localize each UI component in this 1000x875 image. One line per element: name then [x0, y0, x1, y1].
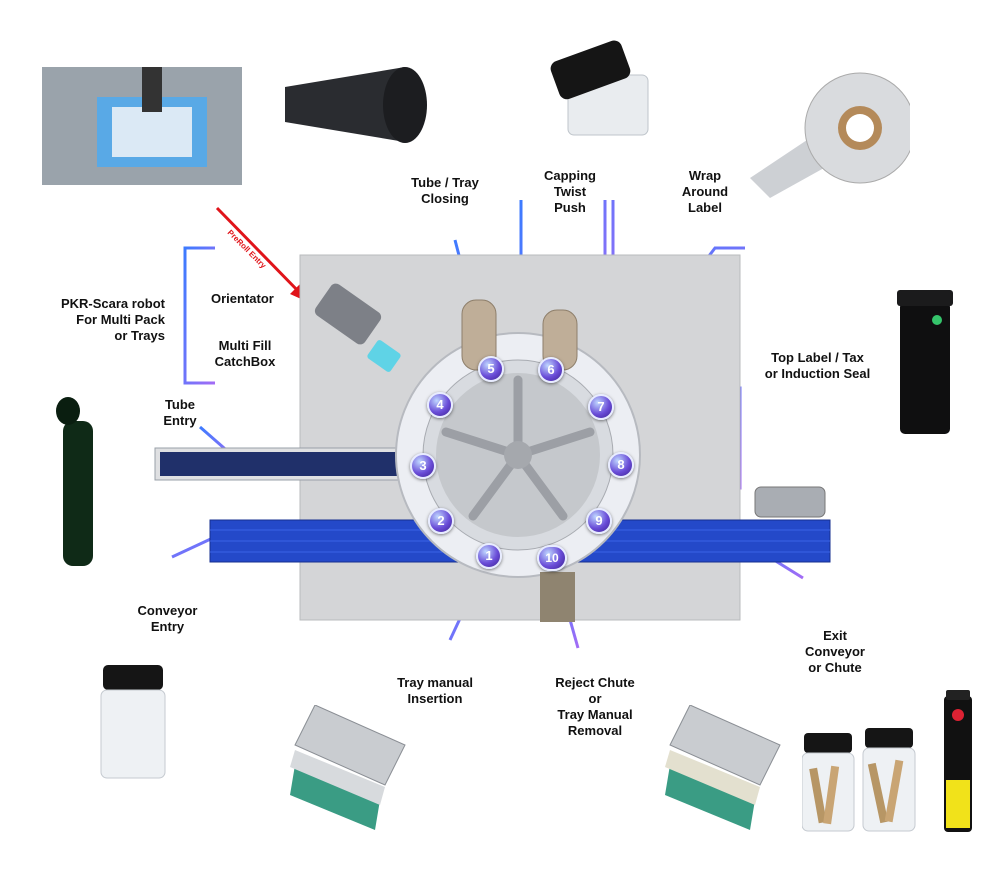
station-10: 10 — [537, 545, 567, 571]
yellow-tube-photo — [944, 690, 972, 832]
robot-photo — [42, 67, 242, 185]
station-9: 9 — [586, 508, 612, 534]
station-8: 8 — [608, 452, 634, 478]
callout-conveyor — [171, 535, 216, 559]
pre-roll-tube-photo — [285, 67, 427, 143]
station-1: 1 — [476, 543, 502, 569]
glass-jar-photo — [550, 40, 649, 136]
station-5: 5 — [478, 356, 504, 382]
catchbox — [367, 340, 401, 372]
station-6: 6 — [538, 357, 564, 383]
reject-chute — [540, 572, 575, 622]
label-orientator: Orientator — [211, 291, 274, 306]
black-jar-photo — [897, 290, 953, 434]
tin-box-photo — [290, 705, 406, 830]
jars-with-prerolls-photo — [802, 728, 916, 832]
conveyor-motor — [754, 486, 826, 518]
station-2: 2 — [428, 508, 454, 534]
station-4: 4 — [427, 392, 453, 418]
tin-box-filled-photo — [665, 705, 781, 830]
green-tube-photo — [56, 397, 93, 566]
callout-scara — [183, 246, 215, 385]
station-7: 7 — [588, 394, 614, 420]
label-roll-photo — [750, 72, 910, 198]
preroll-arrow — [215, 206, 304, 297]
clear-jar-photo — [100, 665, 166, 779]
orientator-unit — [314, 283, 382, 345]
station-3: 3 — [410, 453, 436, 479]
